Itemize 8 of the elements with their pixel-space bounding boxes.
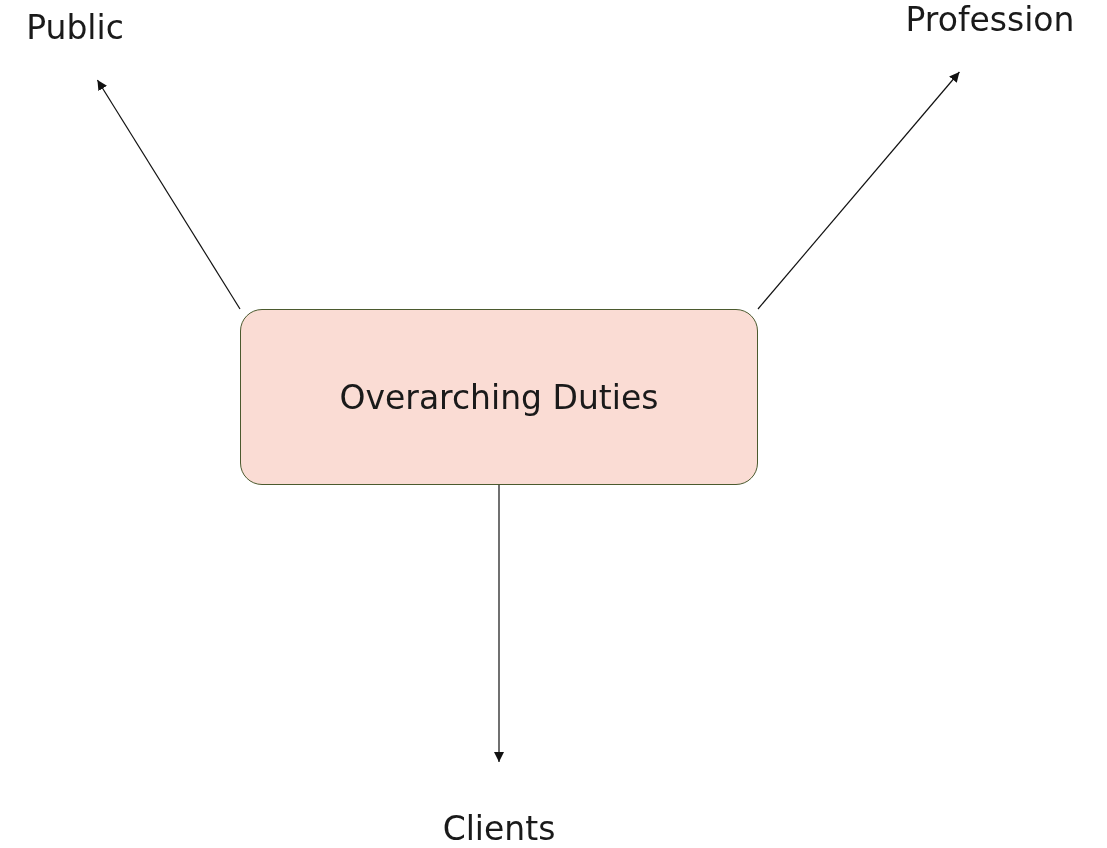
arrow <box>757 71 960 310</box>
arrow <box>494 484 504 763</box>
box-label: Overarching Duties <box>339 377 659 417</box>
node-label: Profession <box>905 0 1075 39</box>
node-label: Clients <box>442 809 556 848</box>
process-box <box>240 309 758 485</box>
node-label: Public <box>26 8 124 47</box>
arrow <box>96 79 241 310</box>
